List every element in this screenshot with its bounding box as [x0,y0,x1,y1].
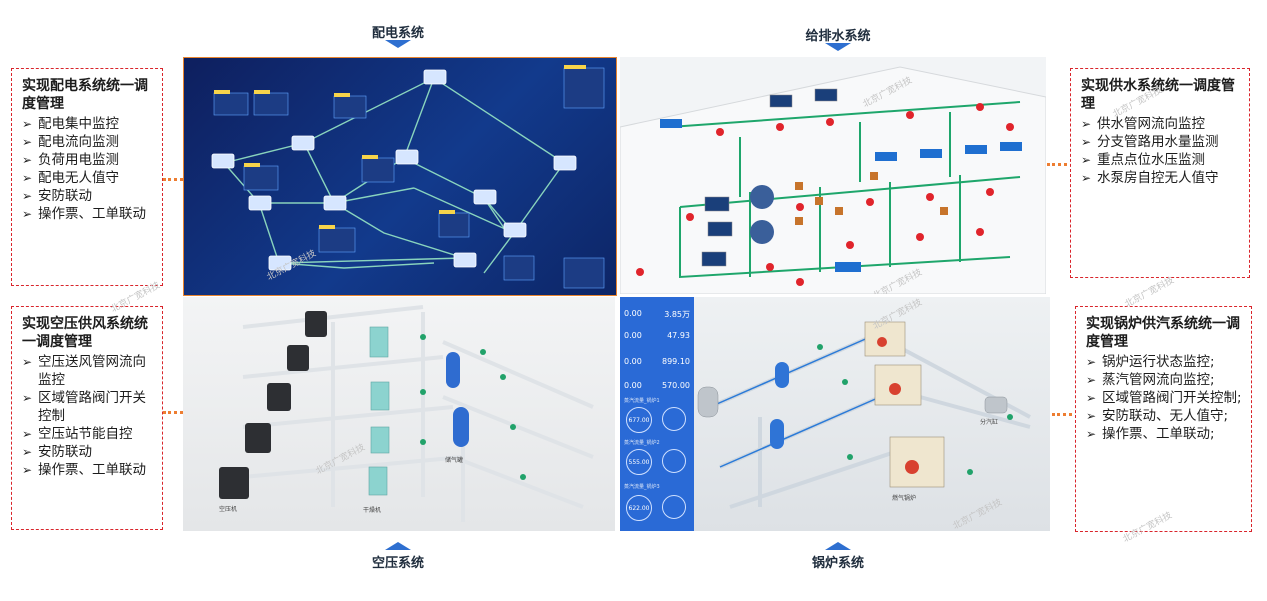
reading-row: 0.00 899.10 [624,357,690,366]
reading-left: 0.00 [624,331,642,340]
list-item: 安防联动 [22,187,154,205]
arrow-up-icon [385,542,411,550]
callout-boiler-list: 锅炉运行状态监控; 蒸汽管网流向监控; 区域管路阀门开关控制; 安防联动、无人值… [1086,353,1243,443]
arrow-down-icon [385,40,411,48]
water-supply-panel: 北京广宽科技 北京广宽科技 [620,57,1046,294]
list-item: 分支管路用水量监测 [1081,133,1241,151]
list-item: 配电无人值守 [22,169,154,187]
watermark: 北京广宽科技 [1123,275,1176,310]
power-distribution-panel: 北京广宽科技 [183,57,617,296]
connector-dots [1047,163,1067,166]
list-item: 操作票、工单联动 [22,461,154,479]
section-title-water: 给排水系统 [805,29,871,44]
compressed-air-panel: 储气罐 空压机 干燥机 北京广宽科技 [183,297,615,531]
reading-left: 0.00 [624,381,642,390]
arrow-up-icon [825,542,851,550]
list-item: 配电集中监控 [22,115,154,133]
callout-water-head: 实现供水系统统一调度管理 [1081,78,1235,112]
list-item: 配电流向监测 [22,133,154,151]
gauge-label: 蒸汽流量_锅炉3 [624,484,660,490]
section-title-air: 空压系统 [371,556,424,571]
list-item: 安防联动 [22,443,154,461]
reading-right: 47.93 [667,331,690,340]
list-item: 供水管网流向监控 [1081,115,1241,133]
reading-right: 570.00 [662,381,690,390]
section-title-power: 配电系统 [371,26,424,41]
callout-boiler: 实现锅炉供汽系统统一调度管理 锅炉运行状态监控; 蒸汽管网流向监控; 区域管路阀… [1075,306,1252,532]
compressor-label: 空压机 [219,506,238,513]
section-title-boiler: 锅炉系统 [811,556,864,571]
list-item: 安防联动、无人值守; [1086,407,1243,425]
callout-air: 实现空压供风系统统一调度管理 空压送风管网流向监控 区域管路阀门开关控制 空压站… [11,306,163,530]
reading-right: 899.10 [662,357,690,366]
gauge: 622.00 [626,495,652,521]
list-item: 区域管路阀门开关控制 [22,389,154,425]
callout-air-head: 实现空压供风系统统一调度管理 [22,316,148,350]
list-item: 空压站节能自控 [22,425,154,443]
gauge-icon [662,449,686,473]
callout-power-head: 实现配电系统统一调度管理 [22,78,148,112]
gauge-icon [662,407,686,431]
gauge: 677.00 [626,407,652,433]
callout-boiler-head: 实现锅炉供汽系统统一调度管理 [1086,316,1240,350]
gauge-value: 555.00 [628,458,650,466]
list-item: 负荷用电监测 [22,151,154,169]
callout-air-list: 空压送风管网流向监控 区域管路阀门开关控制 空压站节能自控 安防联动 操作票、工… [22,353,154,479]
gauge-label: 蒸汽流量_锅炉2 [624,440,660,446]
reading-row: 0.00 570.00 [624,381,690,390]
tank-label: 储气罐 [445,457,464,464]
power-network-diagram [211,65,605,289]
arrow-down-icon [825,43,851,51]
boiler-network-diagram [697,321,1031,509]
reading-row: 0.00 47.93 [624,331,690,340]
gauge-icon [662,495,686,519]
gauge-value: 622.00 [628,504,650,512]
list-item: 操作票、工单联动; [1086,425,1243,443]
callout-water-list: 供水管网流向监控 分支管路用水量监测 重点点位水压监测 水泵房自控无人值守 [1081,115,1241,187]
gauge: 555.00 [626,449,652,475]
list-item: 锅炉运行状态监控; [1086,353,1243,371]
connector-dots [1052,413,1072,416]
reading-row: 0.00 3.85万 [624,309,690,320]
connector-dots [163,178,183,181]
gauge-value: 677.00 [628,416,650,424]
list-item: 蒸汽管网流向监控; [1086,371,1243,389]
callout-water: 实现供水系统统一调度管理 供水管网流向监控 分支管路用水量监测 重点点位水压监测… [1070,68,1250,278]
connector-dots [163,411,183,414]
callout-power: 实现配电系统统一调度管理 配电集中监控 配电流向监测 负荷用电监测 配电无人值守… [11,68,163,286]
list-item: 区域管路阀门开关控制; [1086,389,1243,407]
air-network-diagram [219,305,594,522]
reading-right: 3.85万 [664,310,690,319]
dryer-label: 干燥机 [363,507,382,514]
list-item: 操作票、工单联动 [22,205,154,223]
list-item: 水泵房自控无人值守 [1081,169,1241,187]
list-item: 重点点位水压监测 [1081,151,1241,169]
reading-left: 0.00 [624,309,642,318]
boiler-readout-column: 0.00 3.85万 0.00 47.93 0.00 899.10 0.00 5… [620,297,694,531]
gauge-label: 蒸汽流量_锅炉1 [624,398,660,404]
boiler-misc-label: 分汽缸 [980,419,999,426]
water-network-diagram [620,66,1046,294]
boiler-panel: 0.00 3.85万 0.00 47.93 0.00 899.10 0.00 5… [620,297,1050,531]
list-item: 空压送风管网流向监控 [22,353,154,389]
boiler-label: 燃气锅炉 [892,495,917,502]
reading-left: 0.00 [624,357,642,366]
callout-power-list: 配电集中监控 配电流向监测 负荷用电监测 配电无人值守 安防联动 操作票、工单联… [22,115,154,223]
